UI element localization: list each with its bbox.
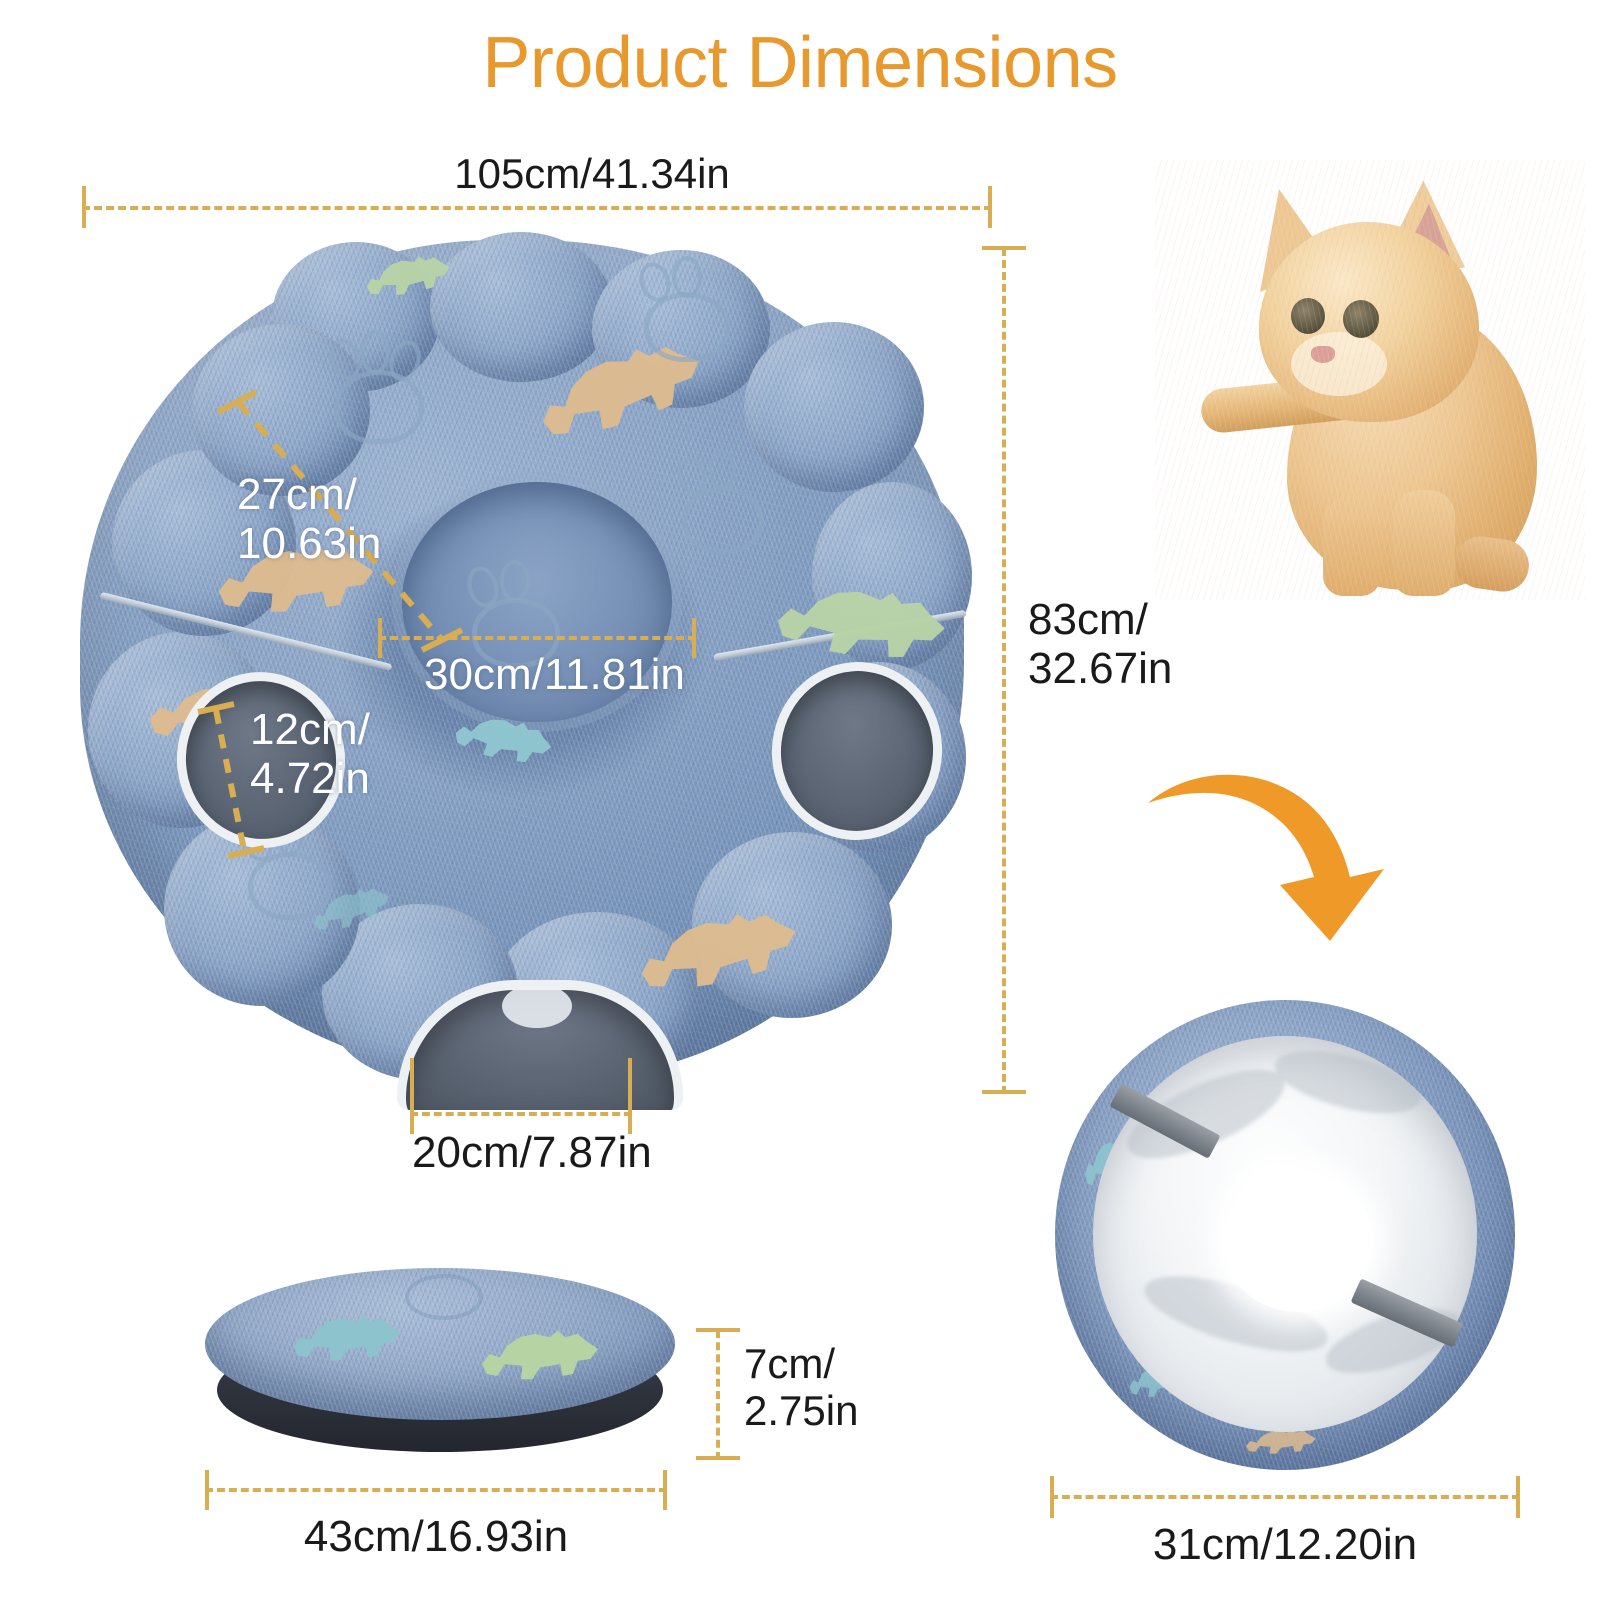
dimension-line-overall-width	[82, 206, 992, 210]
cushion-dinosaur-applique	[482, 1330, 598, 1380]
dimension-label-overall-height: 83cm/ 32.67in	[1028, 595, 1173, 694]
plush-lump	[430, 232, 612, 382]
dimension-cap-overall-width-left	[82, 186, 86, 228]
dimension-cap-cushion-width-right	[663, 1470, 667, 1510]
kitten-front-leg-right	[1393, 490, 1455, 596]
dimension-cap-tunnel-diameter-left	[1050, 1476, 1054, 1518]
kitten-nose	[1311, 346, 1335, 363]
dimension-line-center-hole	[378, 636, 696, 640]
folded-cushion-image	[205, 1262, 675, 1462]
dimension-label-bottom-opening: 20cm/7.87in	[412, 1128, 652, 1177]
tunnel-center-opening	[1223, 1172, 1373, 1312]
kitten-front-leg-left	[1323, 496, 1381, 596]
dimension-cap-cushion-thickness-bottom	[696, 1456, 740, 1460]
dimension-cap-overall-height-bottom	[982, 1090, 1026, 1094]
dimension-line-side-opening	[197, 701, 265, 859]
dimension-cap-bottom-opening-right	[628, 1058, 632, 1134]
paw-print-outline	[644, 292, 730, 362]
kitten-eye-left	[1291, 298, 1325, 334]
rolled-tunnel-image	[1055, 1000, 1515, 1470]
paw-print-toe	[500, 560, 530, 602]
paw-print-toe	[708, 450, 736, 490]
dimension-cap-bottom-opening-left	[410, 1058, 414, 1134]
dimension-label-tunnel-wall-depth: 27cm/ 10.63in	[237, 470, 382, 569]
dimension-line-cushion-width	[205, 1488, 667, 1492]
tunnel-inner-lining	[1093, 1036, 1477, 1432]
dimension-label-cushion-thickness: 7cm/ 2.75in	[744, 1340, 859, 1435]
bottom-opening	[397, 980, 683, 1110]
cushion-top-surface	[205, 1268, 675, 1420]
dimension-cap-center-hole-left	[378, 618, 382, 658]
dimension-cap-cushion-width-left	[205, 1470, 209, 1510]
dimension-cap-center-hole-right	[692, 618, 696, 658]
dimension-label-cushion-width: 43cm/16.93in	[303, 1512, 569, 1561]
dimension-cap-cushion-thickness-top	[696, 1328, 740, 1332]
paw-print-toe	[360, 330, 390, 374]
dimension-cap-overall-height-top	[982, 246, 1026, 250]
cushion-paw-print	[405, 1274, 483, 1320]
dimension-cap-overall-width-right	[988, 186, 992, 228]
paw-print-toe	[672, 256, 702, 298]
page-title: Product Dimensions	[482, 23, 1118, 103]
dimension-line-tunnel-diameter	[1050, 1495, 1520, 1499]
dimension-line-tunnel-wall-depth	[216, 389, 464, 653]
dimension-label-tunnel-diameter: 31cm/12.20in	[1152, 1520, 1418, 1569]
kitten-eye-right	[1343, 300, 1379, 338]
cushion-dinosaur-applique	[293, 1315, 401, 1361]
kitten-hind-foot	[1451, 533, 1533, 595]
dimension-label-center-hole: 30cm/11.81in	[424, 650, 685, 699]
kitten-muzzle	[1291, 332, 1387, 396]
dimension-cap-tunnel-diameter-right	[1516, 1476, 1520, 1518]
dimension-line-bottom-opening	[410, 1112, 632, 1116]
dimension-label-side-opening: 12cm/ 4.72in	[250, 705, 370, 804]
curved-arrow-icon	[1140, 745, 1410, 945]
dimension-label-overall-width: 105cm/41.34in	[454, 150, 730, 197]
dimension-line-overall-height	[1002, 248, 1006, 1094]
dimension-line-cushion-thickness	[716, 1330, 720, 1460]
kitten-image	[1155, 160, 1585, 600]
